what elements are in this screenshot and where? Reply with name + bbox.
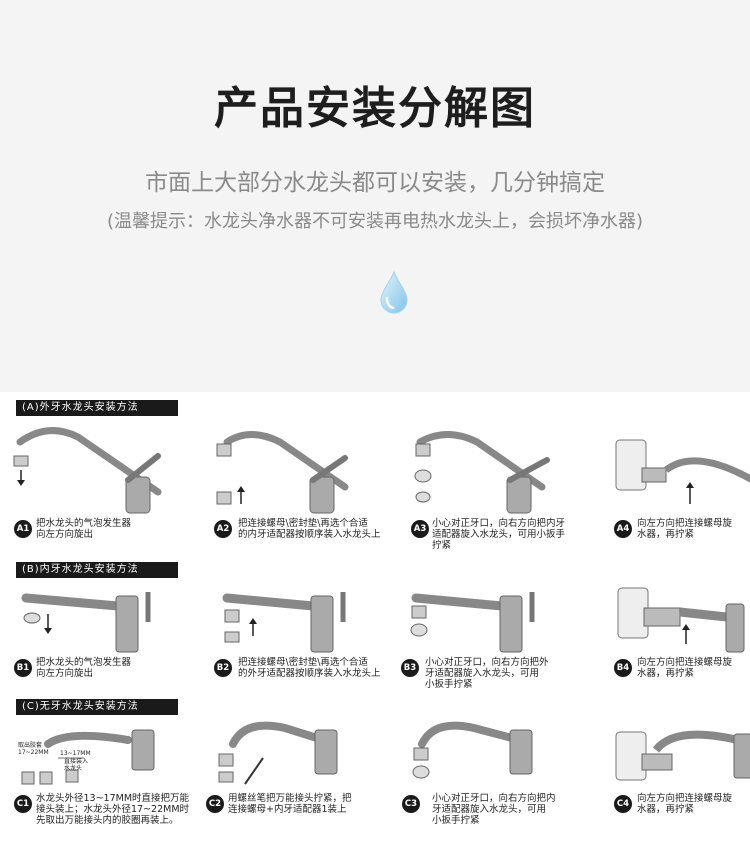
faucet-illustration <box>414 431 550 514</box>
step-a2 <box>205 422 395 552</box>
step-badge: A1 <box>14 520 32 538</box>
page-title: 产品安装分解图 <box>214 83 536 134</box>
step-caption: 小心对正牙口，向右方向把内 牙适配器旋入水龙头，可用 小扳手拧紧 <box>432 793 556 826</box>
step-caption: 向左方向把连接螺母旋 水器，再拧紧 <box>637 793 733 815</box>
header-area: 产品安装分解图 市面上大部分水龙头都可以安装，几分钟搞定 (温馨提示：水龙头净水… <box>0 0 750 392</box>
step-badge: A2 <box>214 520 232 538</box>
water-drop-icon <box>380 270 408 314</box>
step-caption: 把水龙头的气泡发生器 向左方向旋出 <box>36 518 132 540</box>
warning-note: (温馨提示：水龙头净水器不可安装再电热水龙头上，会损坏净水器) <box>106 211 644 232</box>
filter-illustration <box>617 587 745 653</box>
step-c1: 取出胶套 17~22MM 13~17MM 直接装入 水龙头 <box>8 720 198 849</box>
direct-install-label: 直接装入 水龙头 <box>64 758 89 772</box>
step-a4 <box>606 422 750 552</box>
step-b1 <box>8 584 198 714</box>
step-caption: 把连接螺母\密封垫\再选个合适 的内牙适配器按顺序装入水龙头上 <box>238 518 381 540</box>
step-badge: C3 <box>402 795 420 813</box>
step-badge: C1 <box>14 795 32 813</box>
step-badge: C4 <box>614 795 632 813</box>
step-badge: B1 <box>14 659 32 677</box>
faucet-illustration <box>21 592 151 653</box>
outer-diameter-label: 取出胶套 17~22MM <box>18 742 49 756</box>
step-caption: 向左方向把连接螺母旋 水器，再拧紧 <box>637 518 733 540</box>
section-b-heading: (B)内牙水龙头安装方法 <box>16 562 178 578</box>
faucet-illustration <box>13 427 162 514</box>
faucet-illustration <box>216 431 349 514</box>
step-b4 <box>606 584 750 714</box>
step-a3 <box>402 422 592 552</box>
step-caption: 向左方向把连接螺母旋 水器，再拧紧 <box>637 657 733 679</box>
filter-illustration <box>615 730 750 781</box>
step-c4 <box>606 714 750 844</box>
inner-size-label: 13~17MM <box>60 750 91 757</box>
step-caption: 水龙头外径13~17MM时直接把万能 接头装上；水龙头外径17~22MM时 先取… <box>36 793 190 826</box>
step-b3 <box>402 584 592 714</box>
step-caption: 小心对正牙口，向右方向把外 牙适配器旋入水龙头，可用 小扳手拧紧 <box>425 657 549 690</box>
faucet-illustration <box>21 729 155 785</box>
step-caption: 用螺丝笔把万能接头拧紧，把 连接螺母+内牙适配器1装上 <box>228 793 352 815</box>
step-c2 <box>205 714 395 844</box>
step-a1 <box>8 422 198 552</box>
step-caption: 小心对正牙口，向右方向把内牙 适配器旋入水龙头，可用小扳手 拧紧 <box>432 518 566 551</box>
step-caption: 把水龙头的气泡发生器 向左方向旋出 <box>36 657 132 679</box>
step-badge: A4 <box>614 520 632 538</box>
step-c3 <box>402 714 592 844</box>
faucet-illustration <box>412 721 533 779</box>
faucet-illustration <box>410 592 535 653</box>
faucet-illustration <box>218 721 338 785</box>
faucet-illustration <box>222 592 346 653</box>
step-b2 <box>205 584 395 714</box>
step-badge: C2 <box>206 795 224 813</box>
section-c-heading: (C)无牙水龙头安装方法 <box>16 699 178 715</box>
section-a-heading: (A)外牙水龙头安装方法 <box>16 400 178 416</box>
installation-diagram-panel: (A)外牙水龙头安装方法 A1 把水龙头的气泡发生器 向左方向旋出 A2 把连接… <box>0 392 750 849</box>
step-caption: 把连接螺母\密封垫\再选个合适 的外牙适配器按顺序装入水龙头上 <box>238 657 381 679</box>
step-badge: A3 <box>411 520 429 538</box>
page-subtitle: 市面上大部分水龙头都可以安装，几分钟搞定 <box>145 170 605 196</box>
step-badge: B2 <box>214 659 232 677</box>
filter-illustration <box>615 439 750 504</box>
step-badge: B3 <box>401 659 419 677</box>
step-badge: B4 <box>614 659 632 677</box>
